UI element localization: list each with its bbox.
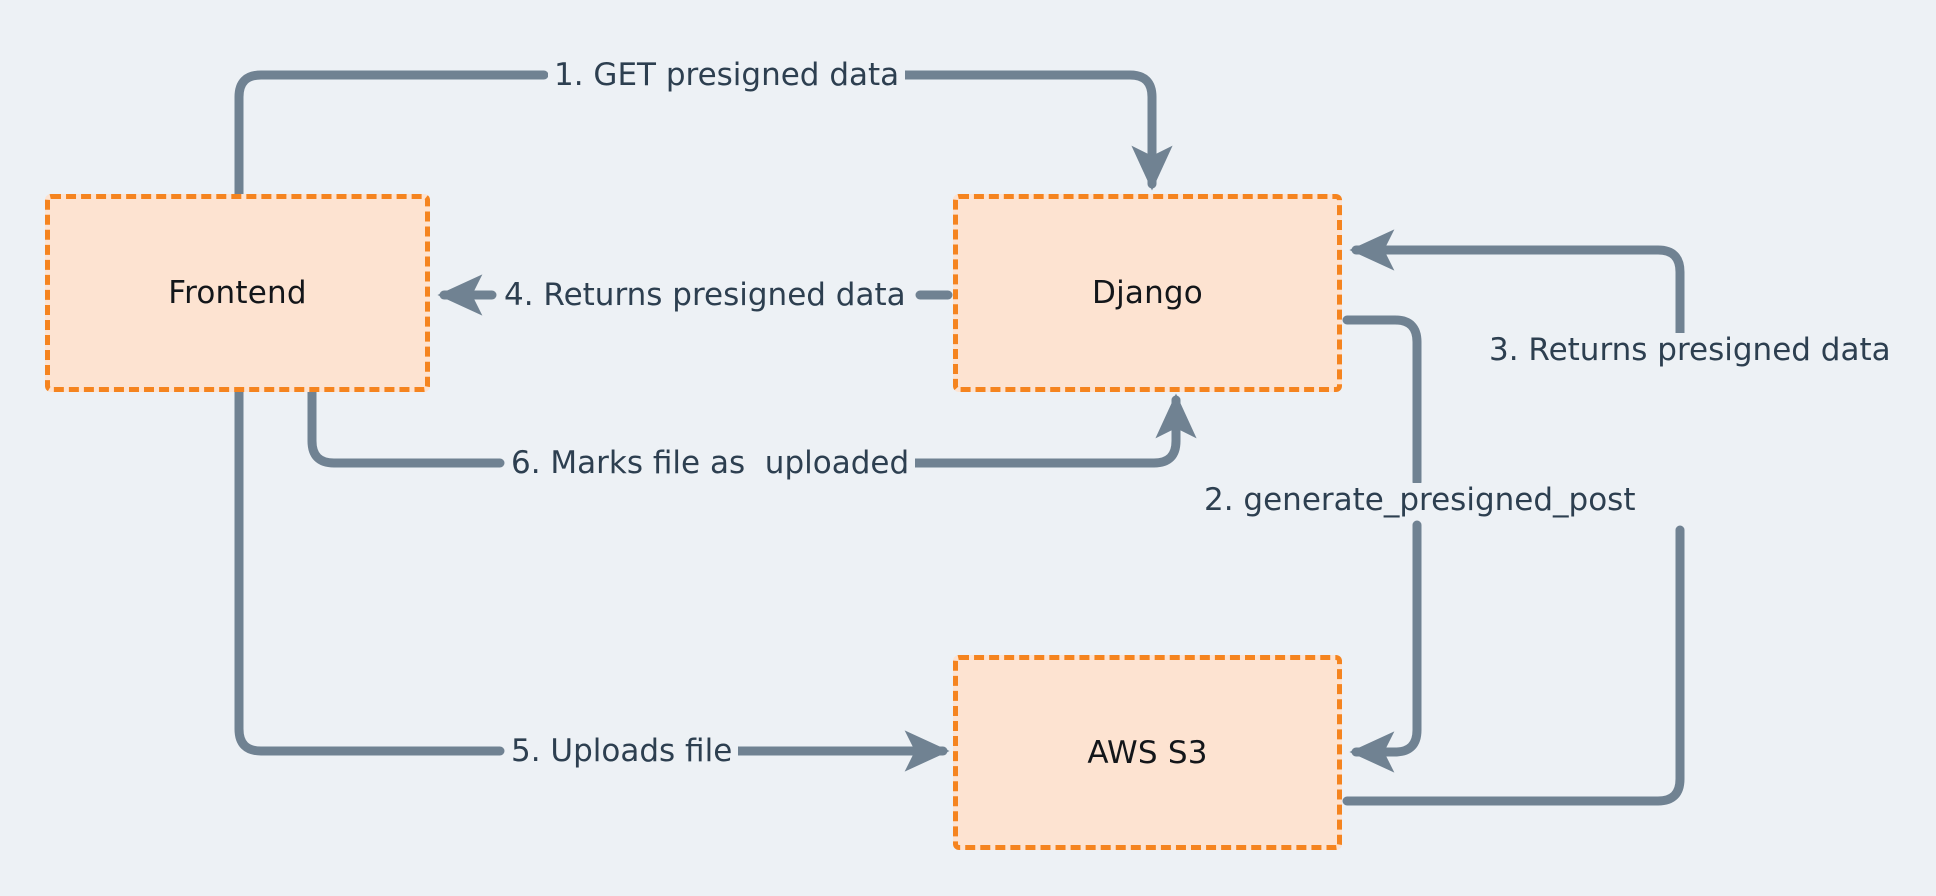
connector-2-generate-presigned-post-b xyxy=(1349,520,1422,773)
edge-label-4: 4. Returns presigned data xyxy=(498,278,912,312)
connector-1-get-presigned-data-b xyxy=(888,70,1173,191)
connector-1-get-presigned-data xyxy=(234,70,549,199)
node-aws-s3-label: AWS S3 xyxy=(1087,734,1208,771)
connector-6-marks-file-as-uploaded-a xyxy=(307,387,505,468)
connector-6-marks-file-as-uploaded-b xyxy=(892,393,1197,468)
node-aws-s3[interactable]: AWS S3 xyxy=(953,655,1342,850)
node-django-label: Django xyxy=(1092,275,1203,311)
node-frontend-label: Frontend xyxy=(168,275,307,311)
edge-label-2: 2. generate_presigned_post xyxy=(1198,483,1642,517)
edge-label-3: 3. Returns presigned data xyxy=(1483,333,1897,367)
connector-3-returns-presigned-data-b xyxy=(1349,229,1685,363)
node-django[interactable]: Django xyxy=(953,194,1342,392)
node-frontend[interactable]: Frontend xyxy=(45,194,430,392)
edge-label-6: 6. Marks file as uploaded xyxy=(505,446,916,480)
connector-5-uploads-file-a xyxy=(234,387,505,756)
connector-2-generate-presigned-post-a xyxy=(1342,315,1422,487)
connector-3-returns-presigned-data-a xyxy=(1342,525,1685,806)
edge-label-1: 1. GET presigned data xyxy=(548,58,906,92)
edge-label-5: 5. Uploads file xyxy=(505,734,739,768)
